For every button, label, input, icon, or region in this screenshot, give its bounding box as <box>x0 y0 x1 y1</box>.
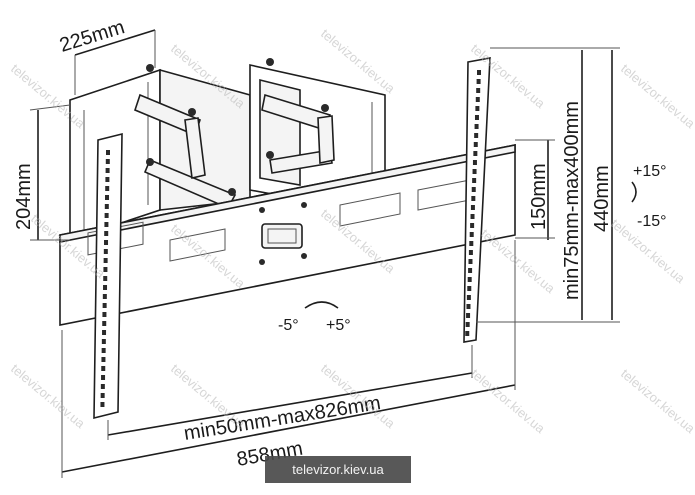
slot-hole <box>473 142 478 147</box>
slot-hole <box>469 232 474 237</box>
slot-hole <box>100 384 105 389</box>
horizontal-rail <box>59 144 516 326</box>
watermark-text: televizor.kiev.ua <box>8 61 88 132</box>
slot-hole <box>470 223 475 228</box>
watermark-text: televizor.kiev.ua <box>618 366 695 437</box>
slot-hole <box>104 204 109 209</box>
slot-hole <box>104 231 109 236</box>
slot-hole <box>465 331 470 336</box>
slot-hole <box>101 357 106 362</box>
slot-hole <box>466 313 471 318</box>
slot-hole <box>101 339 106 344</box>
slot-hole <box>102 330 107 335</box>
slot-hole <box>466 304 471 309</box>
dimension-lines <box>29 29 637 478</box>
swivel-left-label: -5° <box>278 317 299 334</box>
slot-hole <box>471 196 476 201</box>
dim-arm-depth: 225mm <box>57 16 127 57</box>
slot-hole <box>473 151 478 156</box>
dim-rail-spacing: min75mm-max400mm <box>561 101 583 300</box>
slot-hole <box>102 321 107 326</box>
slot-hole <box>105 177 110 182</box>
dim-bracket-height: 440mm <box>591 165 613 232</box>
watermark-text: televizor.kiev.ua <box>478 226 558 297</box>
vertical-arm-holes <box>100 70 481 407</box>
slot-hole <box>105 168 110 173</box>
slot-hole <box>103 267 108 272</box>
dim-vertical-spacing: 150mm <box>528 163 550 230</box>
slot-hole <box>467 286 472 291</box>
slot-hole <box>469 241 474 246</box>
slot-hole <box>472 160 477 165</box>
dim-wall-plate-height: 204mm <box>13 163 35 230</box>
slot-hole <box>105 186 110 191</box>
slot-hole <box>104 240 109 245</box>
slot-hole <box>100 393 105 398</box>
slot-hole <box>101 375 106 380</box>
watermark-text: televizor.kiev.ua <box>8 361 88 432</box>
slot-hole <box>465 322 470 327</box>
slot-hole <box>103 285 108 290</box>
slot-hole <box>101 348 106 353</box>
slot-hole <box>102 294 107 299</box>
watermark-text: televizor.kiev.ua <box>468 366 548 437</box>
slot-hole <box>475 97 480 102</box>
slot-hole <box>475 106 480 111</box>
watermark-text: televizor.kiev.ua <box>618 61 695 132</box>
slot-hole <box>104 222 109 227</box>
slot-hole <box>472 178 477 183</box>
slot-hole <box>103 249 108 254</box>
slot-hole <box>105 159 110 164</box>
slot-hole <box>468 268 473 273</box>
tilt-down-label: -15° <box>637 213 667 230</box>
tilt-up-label: +15° <box>633 163 667 180</box>
slot-hole <box>477 70 481 75</box>
slot-hole <box>470 205 475 210</box>
site-banner: televizor.kiev.ua <box>265 456 411 483</box>
slot-hole <box>472 169 477 174</box>
slot-hole <box>103 258 108 263</box>
slot-hole <box>476 88 481 93</box>
slot-hole <box>106 150 110 155</box>
slot-hole <box>102 303 107 308</box>
swing-arms <box>134 58 335 210</box>
slot-hole <box>100 402 105 407</box>
slot-hole <box>467 277 472 282</box>
slot-hole <box>471 187 476 192</box>
slot-hole <box>470 214 475 219</box>
slot-hole <box>476 79 481 84</box>
slot-hole <box>474 115 479 120</box>
swivel-right-label: +5° <box>326 317 351 334</box>
slot-hole <box>102 312 107 317</box>
slot-hole <box>105 195 110 200</box>
slot-hole <box>468 259 473 264</box>
slot-hole <box>104 213 109 218</box>
slot-hole <box>468 250 473 255</box>
slot-hole <box>103 276 108 281</box>
slot-hole <box>101 366 106 371</box>
slot-hole <box>466 295 471 300</box>
slot-hole <box>474 124 479 129</box>
slot-hole <box>474 133 479 138</box>
